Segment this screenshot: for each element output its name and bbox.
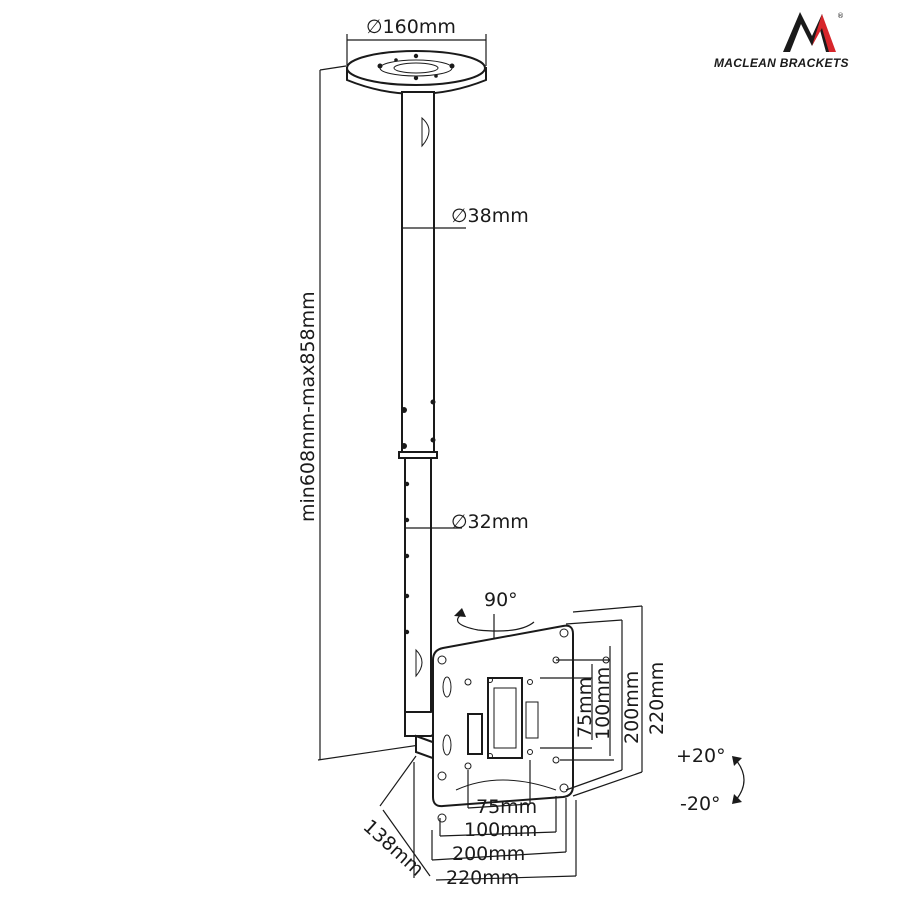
vesa-width-75-label: 75mm [476,796,537,818]
tilt-down-label: -20° [680,793,721,815]
ceiling-plate [346,34,487,95]
vesa-height-75-label: 75mm [574,677,596,738]
plate-diameter-label: ∅160mm [366,16,456,38]
vesa-height-dimensions [540,605,643,797]
vesa-width-220-label: 220mm [446,867,519,889]
swivel-label: 90° [484,589,518,611]
upper-tube-diameter-label: ∅38mm [451,205,529,227]
registered-mark: ® [837,12,844,20]
vesa-width-dimensions [413,760,577,881]
brand-name: MACLEAN BRACKETS [714,56,849,70]
tilt-up-label: +20° [676,745,726,767]
maclean-m-logo-icon [783,12,836,52]
tv-wall-plate [432,624,610,823]
tilt-arrow-icon [732,756,745,804]
vesa-width-100-label: 100mm [464,819,537,841]
vesa-height-200-label: 200mm [621,671,643,744]
vesa-width-200-label: 200mm [452,843,525,865]
lower-tube-diameter-label: ∅32mm [451,511,529,533]
vesa-height-220-label: 220mm [646,662,668,735]
height-range-label: min608mm-max858mm [297,291,319,522]
vesa-height-100-label: 100mm [592,667,614,740]
brand-logo: ® MACLEAN BRACKETS [714,12,849,70]
lower-tube [398,451,438,729]
upper-tube [401,91,436,453]
